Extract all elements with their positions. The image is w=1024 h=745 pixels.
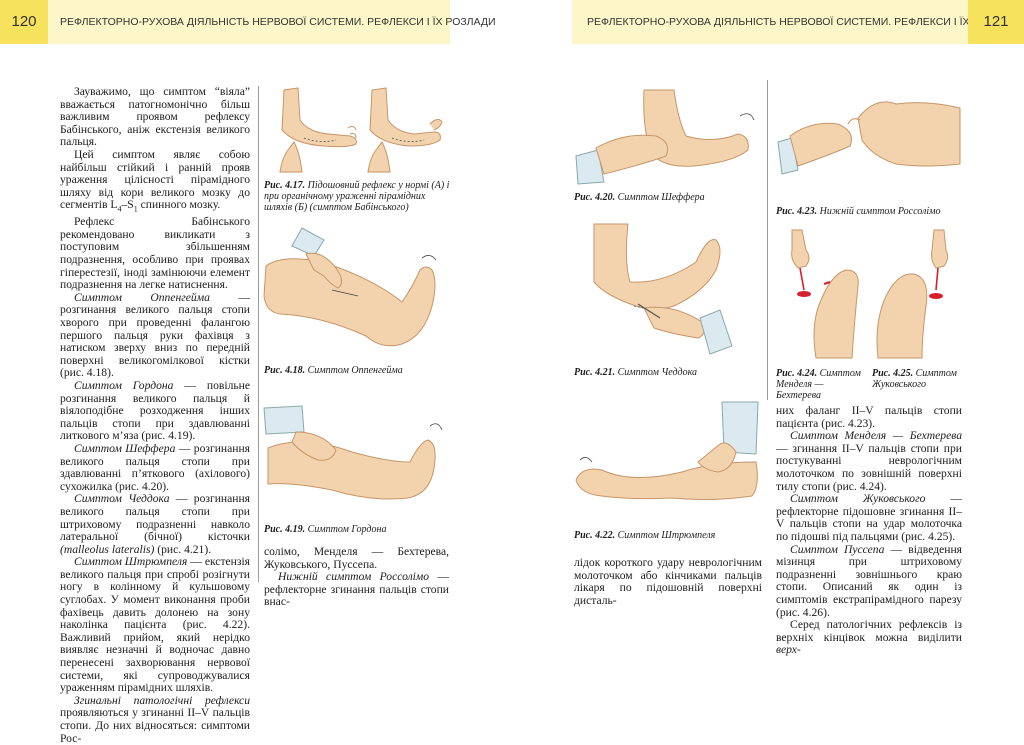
figure-caption: Рис. 4.20. Симптом Шеффера [574, 192, 705, 203]
figure-4-19-gordon [262, 398, 448, 516]
right-text-column: них фаланг II–V пальців стопи пацієнта (… [776, 404, 962, 657]
figure-4-17-babinski [264, 80, 444, 176]
right-header-band [572, 0, 1024, 44]
figure-caption: Рис. 4.19. Симптом Гордона [264, 524, 387, 535]
paragraph: Серед патологічних рефлексів із верхніх … [776, 618, 962, 657]
paragraph: Рефлекс Бабінського рекомендовано виклик… [60, 215, 250, 292]
figure-caption: Рис. 4.21. Симптом Чеддока [574, 367, 698, 378]
paragraph: Симптом Пуссепа — відведення мізинця при… [776, 542, 962, 619]
figure-4-23-rossolimo [776, 90, 962, 200]
figure-caption: Рис. 4.25. Симптом Жуковського [872, 368, 957, 390]
figure-caption: Рис. 4.22. Симптом Штрюмпеля [574, 530, 716, 541]
paragraph: Нижній симптом Россолімо — рефлекторне з… [264, 570, 449, 609]
figure-caption: Рис. 4.24. Симптом Менделя — Бехтерева [776, 368, 861, 401]
paragraph: них фаланг II–V пальців стопи пацієнта (… [776, 404, 962, 430]
figure-4-24-mendel-bekhterev [776, 226, 866, 362]
figure-caption: Рис. 4.17. Підошовний рефлекс у нормі (А… [264, 180, 450, 213]
paragraph: Симптом Жуковського — рефлекторне підошо… [776, 492, 962, 543]
right-running-title: РЕФЛЕКТОРНО-РУХОВА ДІЯЛЬНІСТЬ НЕРВОВОЇ С… [587, 16, 1023, 28]
paragraph: лідок короткого удару неврологічним моло… [574, 556, 762, 607]
right-mid-text: лідок короткого удару неврологічним моло… [574, 556, 762, 607]
figure-caption: Рис. 4.23. Нижній симптом Россолімо [776, 206, 941, 217]
figure-4-22-strumpell [572, 400, 762, 508]
left-header-band [0, 0, 450, 44]
left-page-number: 120 [0, 0, 48, 44]
paragraph: Симптом Менделя — Бехтерева — згинання I… [776, 429, 962, 493]
paragraph: Згинальні патологічні рефлекси проявляют… [60, 693, 250, 745]
paragraph: Симптом Оппенгейма — розгинання великого… [60, 290, 250, 380]
paragraph: Симптом Штрюмпеля — екстензія великого п… [60, 555, 251, 695]
figure-4-21-chaddock [574, 222, 762, 360]
paragraph: солімо, Менделя — Бехтерева, Жуковського… [264, 545, 449, 571]
paragraph: Симптом Чеддока — розгинання великого па… [60, 492, 250, 556]
figure-4-25-zhukovsky [870, 226, 960, 362]
column-divider [767, 80, 768, 400]
left-mid-text: солімо, Менделя — Бехтерева, Жуковського… [264, 545, 449, 609]
paragraph: Зауважимо, що симптом “віяла” вважається… [60, 85, 250, 149]
right-page-number: 121 [968, 0, 1024, 44]
left-running-title: РЕФЛЕКТОРНО-РУХОВА ДІЯЛЬНІСТЬ НЕРВОВОЇ С… [60, 16, 496, 28]
figure-caption: Рис. 4.18. Симптом Оппенгейма [264, 365, 403, 376]
paragraph: Симптом Шеффера — розгинання великого па… [60, 441, 251, 493]
column-divider [258, 86, 259, 582]
figure-4-18-oppenheim [262, 226, 448, 356]
paragraph: Цей симптом являє собою найбільш стійкий… [60, 147, 250, 214]
left-text-column: Зауважимо, що симптом “віяла” вважається… [60, 85, 251, 745]
figure-4-20-schaeffer [574, 86, 762, 186]
paragraph: Симптом Гордона — повільне розгинання ве… [60, 378, 251, 443]
